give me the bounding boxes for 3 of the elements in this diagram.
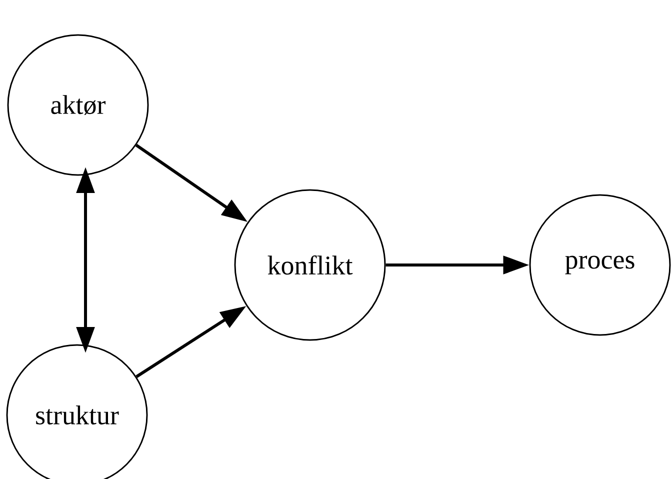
- circle-node: konflikt: [234, 189, 386, 341]
- circle-node: aktør: [7, 34, 149, 176]
- circle-node: proces: [529, 194, 671, 336]
